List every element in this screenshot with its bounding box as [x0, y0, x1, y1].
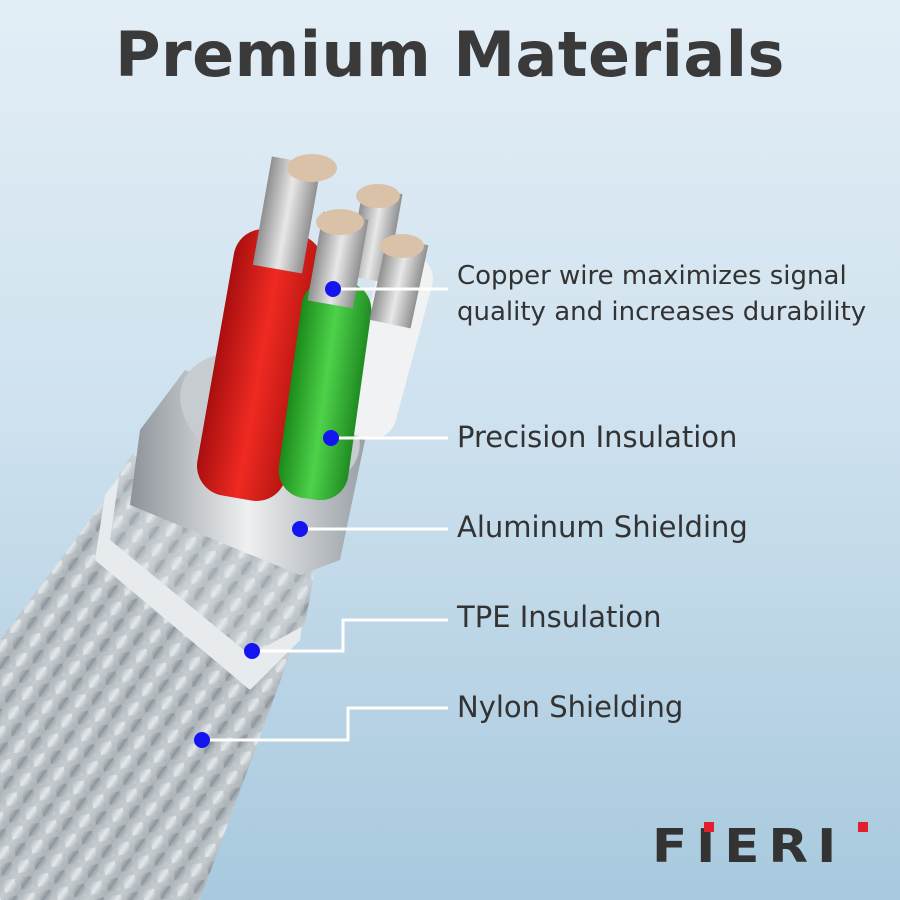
page-title: Premium Materials: [115, 18, 785, 91]
callout-nylon-shielding: Nylon Shielding: [457, 690, 684, 724]
wires: [196, 154, 433, 502]
callout-lines: [202, 287, 448, 742]
callout-copper-line1: Copper wire maximizes signal: [457, 261, 847, 291]
callout-precision-insulation: Precision Insulation: [457, 420, 738, 454]
callout-dots: [194, 281, 341, 748]
logo-accent-square: [704, 822, 714, 832]
callout-aluminum-shielding: Aluminum Shielding: [457, 510, 748, 544]
callout-copper-wire: Copper wire maximizes signal quality and…: [457, 258, 866, 330]
callout-copper-line2: quality and increases durability: [457, 297, 867, 327]
logo-accent-square: [858, 822, 868, 832]
brand-name: FIERI: [652, 819, 846, 873]
fieri-logo: FIERI: [652, 818, 877, 874]
callout-tpe-insulation: TPE Insulation: [457, 600, 662, 634]
